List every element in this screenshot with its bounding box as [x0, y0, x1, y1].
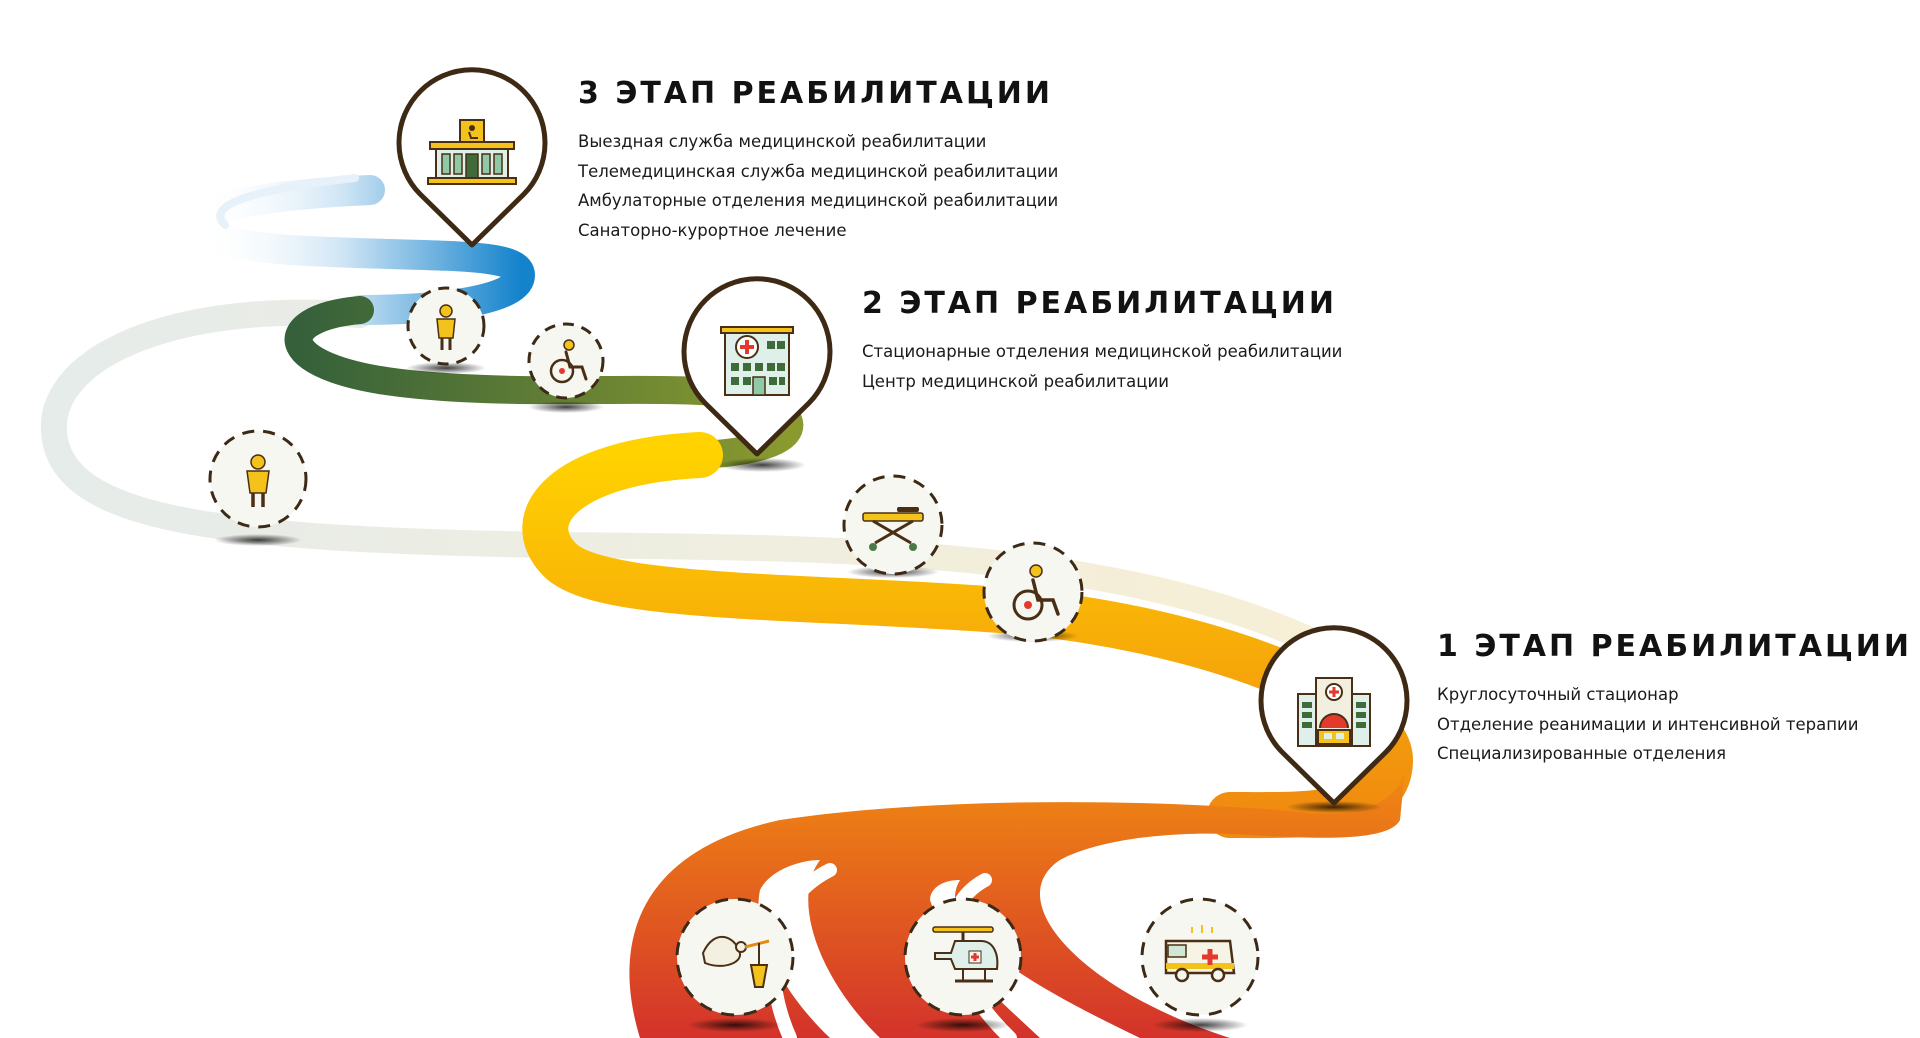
stage-3-item: Санаторно-курортное лечение — [578, 220, 847, 240]
stage-3-item: Телемедицинская служба медицинской реаби… — [578, 161, 1059, 181]
stage-2-info: 2 ЭТАП РЕАБИЛИТАЦИИ Стационарные отделен… — [862, 286, 1342, 396]
wheelchair-icon — [527, 322, 605, 400]
ambulance-icon — [1140, 897, 1260, 1017]
stage-3-item: Амбулаторные отделения медицинской реаби… — [578, 191, 1059, 210]
stage-3-list: Выездная служба медицинской реабилитации… — [578, 127, 1058, 245]
road-red-fan — [629, 770, 1405, 1038]
hospital-building-icon — [720, 326, 794, 396]
stage-3-info: 3 ЭТАП РЕАБИЛИТАЦИИ Выездная служба меди… — [578, 76, 1058, 245]
road-blue-segment — [182, 175, 536, 325]
stork-icon — [675, 897, 795, 1017]
wheelchair-icon — [982, 541, 1084, 643]
stage-2-list: Стационарные отделения медицинской реаби… — [862, 337, 1342, 396]
ground-shadows — [214, 362, 1382, 1032]
stage-1-list: Круглосуточный стационар Отделение реани… — [1437, 680, 1912, 769]
stretcher-icon — [842, 474, 944, 576]
stage-3-pin — [396, 67, 548, 248]
stage-2-item: Центр медицинской реабилитации — [862, 371, 1169, 391]
stage-3-item: Выездная служба медицинской реабилитации — [578, 132, 987, 151]
stage-1-item: Отделение реанимации и интенсивной терап… — [1437, 714, 1859, 734]
stage-1-item: Круглосуточный стационар — [1437, 685, 1679, 704]
rehab-center-building-icon — [427, 119, 517, 185]
stage-1-title: 1 ЭТАП РЕАБИЛИТАЦИИ — [1437, 629, 1912, 664]
walking-patient-icon — [406, 286, 486, 366]
stage-3-title: 3 ЭТАП РЕАБИЛИТАЦИИ — [578, 76, 1053, 111]
stage-1-item: Специализированные отделения — [1437, 744, 1727, 763]
walking-patient-icon — [208, 429, 308, 529]
road-yellow-segment — [522, 432, 1414, 839]
stage-1-pin — [1258, 625, 1410, 806]
hospital-complex-icon — [1297, 677, 1371, 747]
stage-2-item: Стационарные отделения медицинской реаби… — [862, 342, 1343, 361]
stage-1-info: 1 ЭТАП РЕАБИЛИТАЦИИ Круглосуточный стаци… — [1437, 629, 1912, 769]
helicopter-icon — [903, 897, 1023, 1017]
stage-2-pin — [681, 276, 833, 457]
stage-2-title: 2 ЭТАП РЕАБИЛИТАЦИИ — [862, 286, 1337, 321]
road-blue-wisp — [216, 174, 359, 229]
